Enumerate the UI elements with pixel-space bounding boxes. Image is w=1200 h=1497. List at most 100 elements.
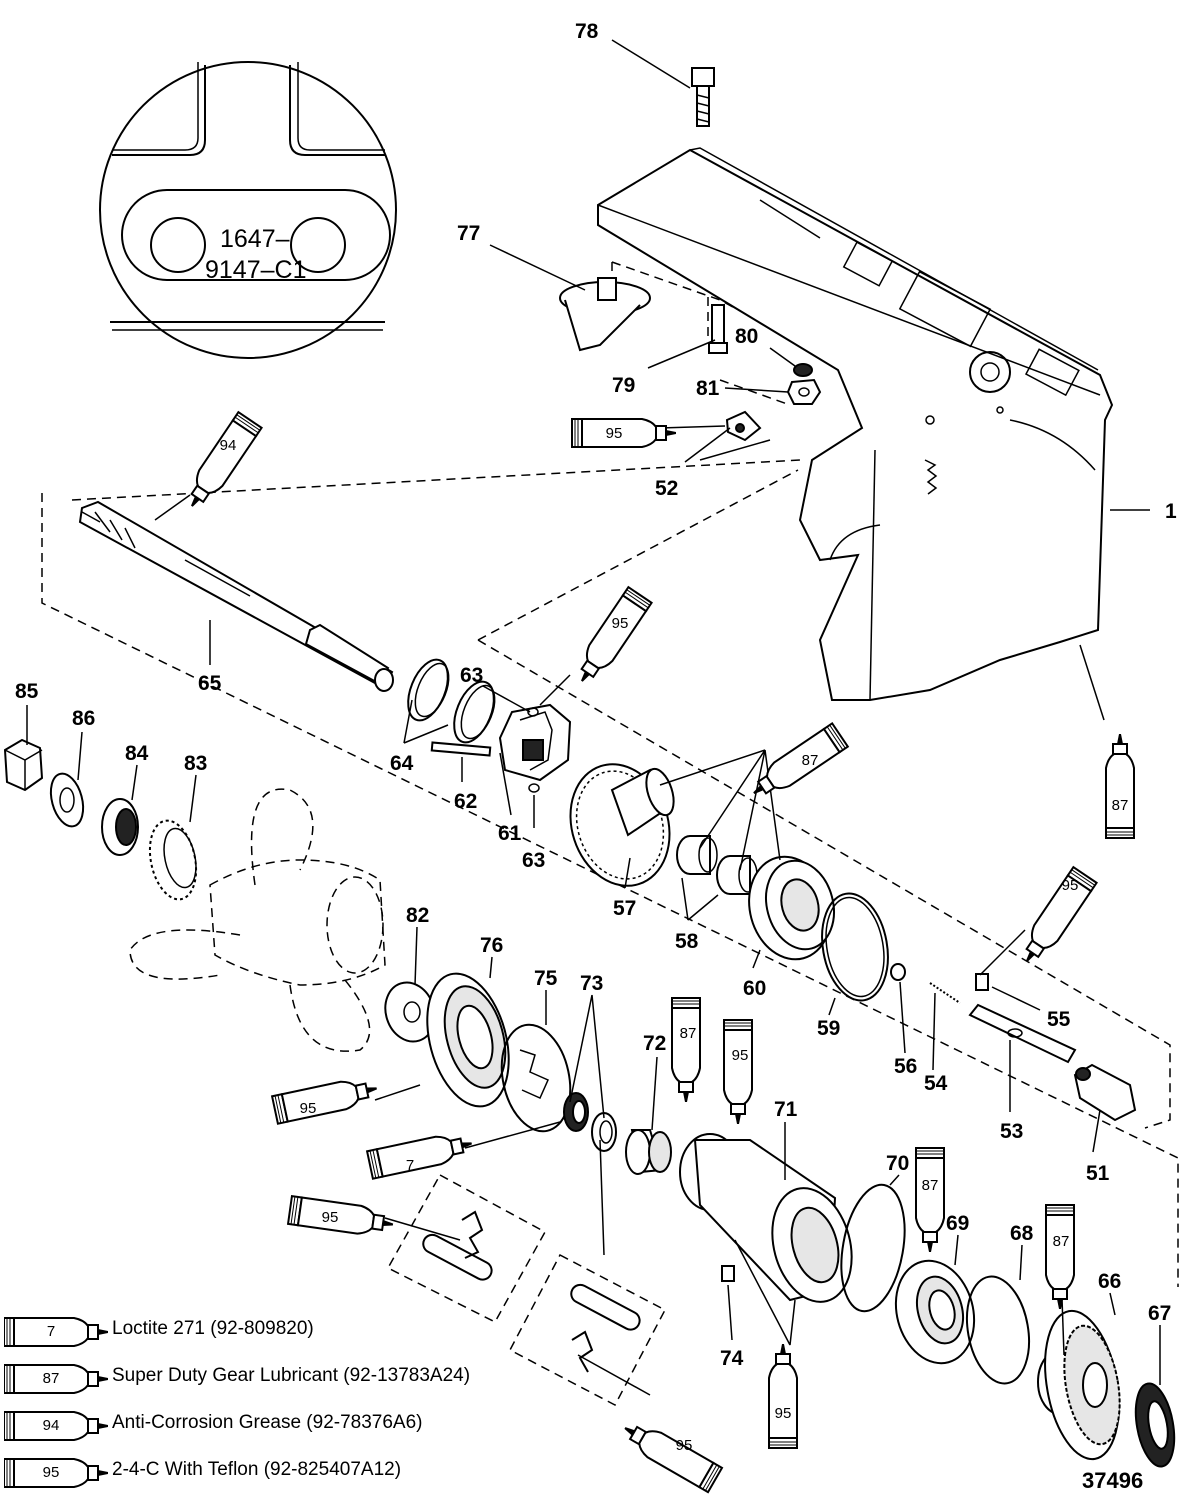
cam-follower-53 xyxy=(968,1003,1077,1064)
drawing-number: 37496 xyxy=(1082,1468,1143,1493)
detail-view-circle: 1647– 9147–C1 xyxy=(99,61,397,359)
lubricant-tubes: 94 95 95 87 87 95 95 87 95 7 95 87 87 95… xyxy=(179,411,1135,1494)
tube-label-95: 95 xyxy=(612,615,629,632)
tube-label-95: 95 xyxy=(606,425,623,442)
callout-70: 70 xyxy=(886,1152,909,1175)
callout-65: 65 xyxy=(198,672,222,695)
spring-63-bottom xyxy=(528,783,540,793)
tube-label-95: 95 xyxy=(322,1209,339,1226)
callout-83: 83 xyxy=(184,752,207,775)
legend-row-7: 7 Loctite 271 (92-809820) xyxy=(4,1315,564,1349)
legend-text: Anti-Corrosion Grease (92-78376A6) xyxy=(112,1412,423,1433)
callout-78: 78 xyxy=(575,20,599,43)
callout-54: 54 xyxy=(924,1072,948,1095)
pin-assembly-left xyxy=(422,1210,493,1281)
callout-60: 60 xyxy=(743,977,766,1000)
callout-85: 85 xyxy=(15,680,39,703)
plate-52 xyxy=(725,410,762,442)
tube-label-87: 87 xyxy=(1112,797,1129,814)
legend-row-94: 94 Anti-Corrosion Grease (92-78376A6) xyxy=(4,1409,564,1443)
legend-row-95: 95 2-4-C With Teflon (92-825407A12) xyxy=(4,1456,564,1490)
washer-80 xyxy=(793,363,813,377)
legend-tube-number: 7 xyxy=(46,1323,56,1340)
callout-56: 56 xyxy=(894,1055,917,1078)
forward-gear-57 xyxy=(569,763,675,887)
callout-73: 73 xyxy=(580,972,603,995)
callout-79: 79 xyxy=(612,374,635,397)
retaining-rings-64 xyxy=(407,658,496,744)
legend-tube-number: 95 xyxy=(42,1464,60,1481)
callout-57: 57 xyxy=(613,897,636,920)
callout-numbers: 1 51 52 53 54 55 56 57 58 59 60 61 62 63… xyxy=(15,20,1177,1370)
callout-64: 64 xyxy=(390,752,414,775)
o-ring-59 xyxy=(821,892,889,1002)
tube-label-87: 87 xyxy=(802,752,819,769)
callout-66: 66 xyxy=(1098,1270,1121,1293)
bolt-78 xyxy=(691,67,715,127)
spring-63-top xyxy=(527,707,539,717)
pin-assembly-right xyxy=(570,1283,641,1373)
callout-63: 63 xyxy=(522,849,545,872)
legend-tube-number: 87 xyxy=(42,1370,60,1387)
callout-55: 55 xyxy=(1047,1008,1071,1031)
callout-76: 76 xyxy=(480,934,503,957)
tube-label-87: 87 xyxy=(1053,1233,1070,1250)
spacer-84 xyxy=(101,798,139,856)
tube-label-95: 95 xyxy=(775,1405,792,1422)
anode-77 xyxy=(559,277,651,352)
callout-53: 53 xyxy=(1000,1120,1023,1143)
callout-52: 52 xyxy=(655,477,678,500)
tab-washer-86 xyxy=(49,772,85,828)
callout-68: 68 xyxy=(1010,1222,1034,1245)
seal-67 xyxy=(1134,1382,1176,1468)
callout-58: 58 xyxy=(675,930,699,953)
pin-62 xyxy=(430,741,492,757)
legend-text: Loctite 271 (92-809820) xyxy=(112,1318,314,1339)
screw-79 xyxy=(708,304,728,354)
reverse-gear-66 xyxy=(1037,1309,1121,1461)
gear-housing xyxy=(597,147,1114,701)
callout-67: 67 xyxy=(1148,1302,1171,1325)
tube-label-7: 7 xyxy=(406,1157,414,1174)
leader-lines xyxy=(26,39,1161,1396)
callout-74: 74 xyxy=(720,1347,744,1370)
callout-1: 1 xyxy=(1165,500,1177,523)
callout-80: 80 xyxy=(735,325,758,348)
ball-56 xyxy=(890,963,906,981)
bearing-73 xyxy=(563,1092,617,1152)
tube-label-95: 95 xyxy=(732,1047,749,1064)
detail-part-number-line1: 1647– xyxy=(220,225,290,253)
bearings-58 xyxy=(676,835,758,895)
callout-71: 71 xyxy=(774,1098,798,1121)
tube-label-87: 87 xyxy=(680,1025,697,1042)
tube-label-94: 94 xyxy=(220,437,237,454)
tube-label-95: 95 xyxy=(300,1100,317,1117)
tube-label-95: 95 xyxy=(676,1437,693,1454)
clutch-61 xyxy=(498,703,572,782)
callout-81: 81 xyxy=(696,377,720,400)
propeller-shaft-65 xyxy=(78,500,394,692)
shift-cam-51 xyxy=(1073,1063,1137,1122)
o-ring-70 xyxy=(840,1183,906,1313)
washer-68 xyxy=(966,1275,1030,1385)
ring-75 xyxy=(500,1023,572,1133)
key-74 xyxy=(721,1265,735,1282)
bearing-76 xyxy=(426,972,510,1108)
bearing-69 xyxy=(894,1259,976,1365)
bearing-race-60 xyxy=(748,855,835,961)
callout-51: 51 xyxy=(1086,1162,1110,1185)
legend-tube-number: 94 xyxy=(42,1417,60,1434)
callout-75: 75 xyxy=(534,967,558,990)
bearing-carrier-71 xyxy=(679,1133,853,1303)
detail-part-number-line2: 9147–C1 xyxy=(205,256,306,284)
legend-row-87: 87 Super Duty Gear Lubricant (92-13783A2… xyxy=(4,1362,564,1396)
nut-81 xyxy=(786,378,822,405)
propeller-outline xyxy=(129,788,386,1052)
callout-61: 61 xyxy=(498,822,522,845)
legend-text: 2-4-C With Teflon (92-825407A12) xyxy=(112,1459,402,1480)
tube-label-95: 95 xyxy=(1062,877,1079,894)
callout-86: 86 xyxy=(72,707,95,730)
callout-59: 59 xyxy=(817,1017,840,1040)
callout-82: 82 xyxy=(406,904,429,927)
